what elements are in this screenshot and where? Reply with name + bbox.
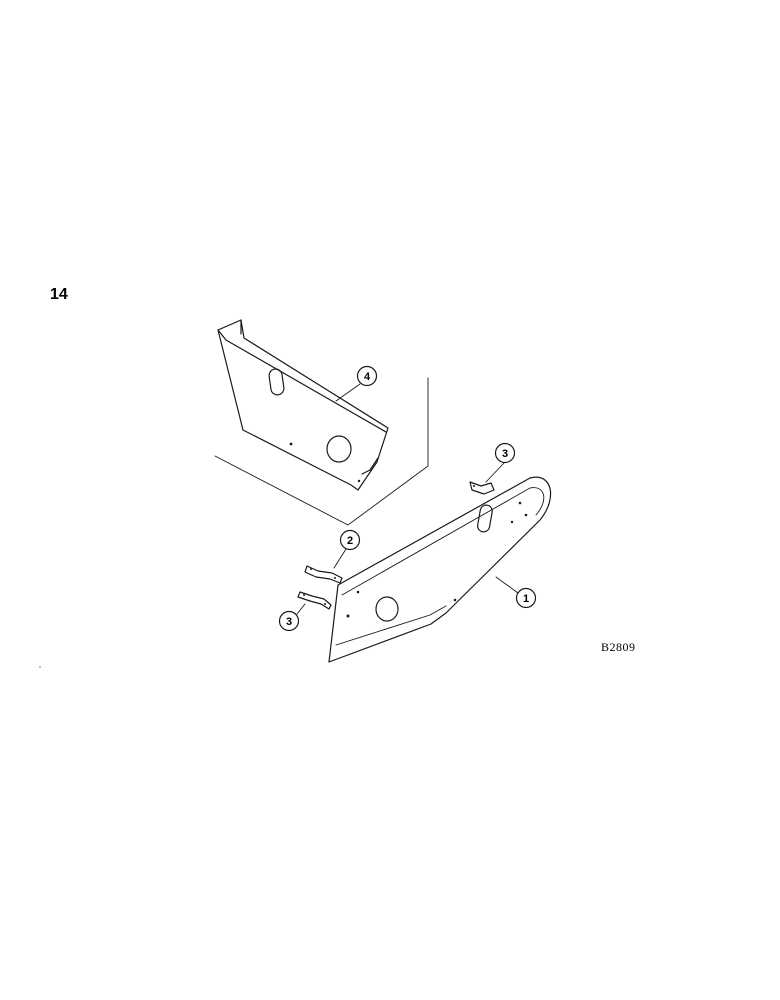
- page-number: 14: [50, 286, 68, 303]
- strap-upper-part: [469, 481, 495, 495]
- strap-part: [304, 565, 343, 584]
- callout-3-lower: 3: [278, 603, 306, 632]
- figure-code: B2809: [601, 640, 636, 654]
- callout-2: 2: [333, 529, 361, 569]
- guard-panel-part: [328, 476, 552, 663]
- callout-number: 4: [364, 371, 371, 383]
- callout-number: 2: [347, 535, 353, 547]
- callout-number: 3: [502, 448, 508, 460]
- scan-speck: [39, 666, 41, 668]
- callout-3-upper: 3: [485, 442, 516, 483]
- strap-lower-part: [297, 591, 332, 610]
- callout-1: 1: [495, 576, 537, 609]
- callout-number: 1: [523, 593, 529, 605]
- shield-plate-part: [214, 319, 429, 526]
- callout-4: 4: [335, 365, 378, 402]
- callout-number: 3: [286, 616, 292, 628]
